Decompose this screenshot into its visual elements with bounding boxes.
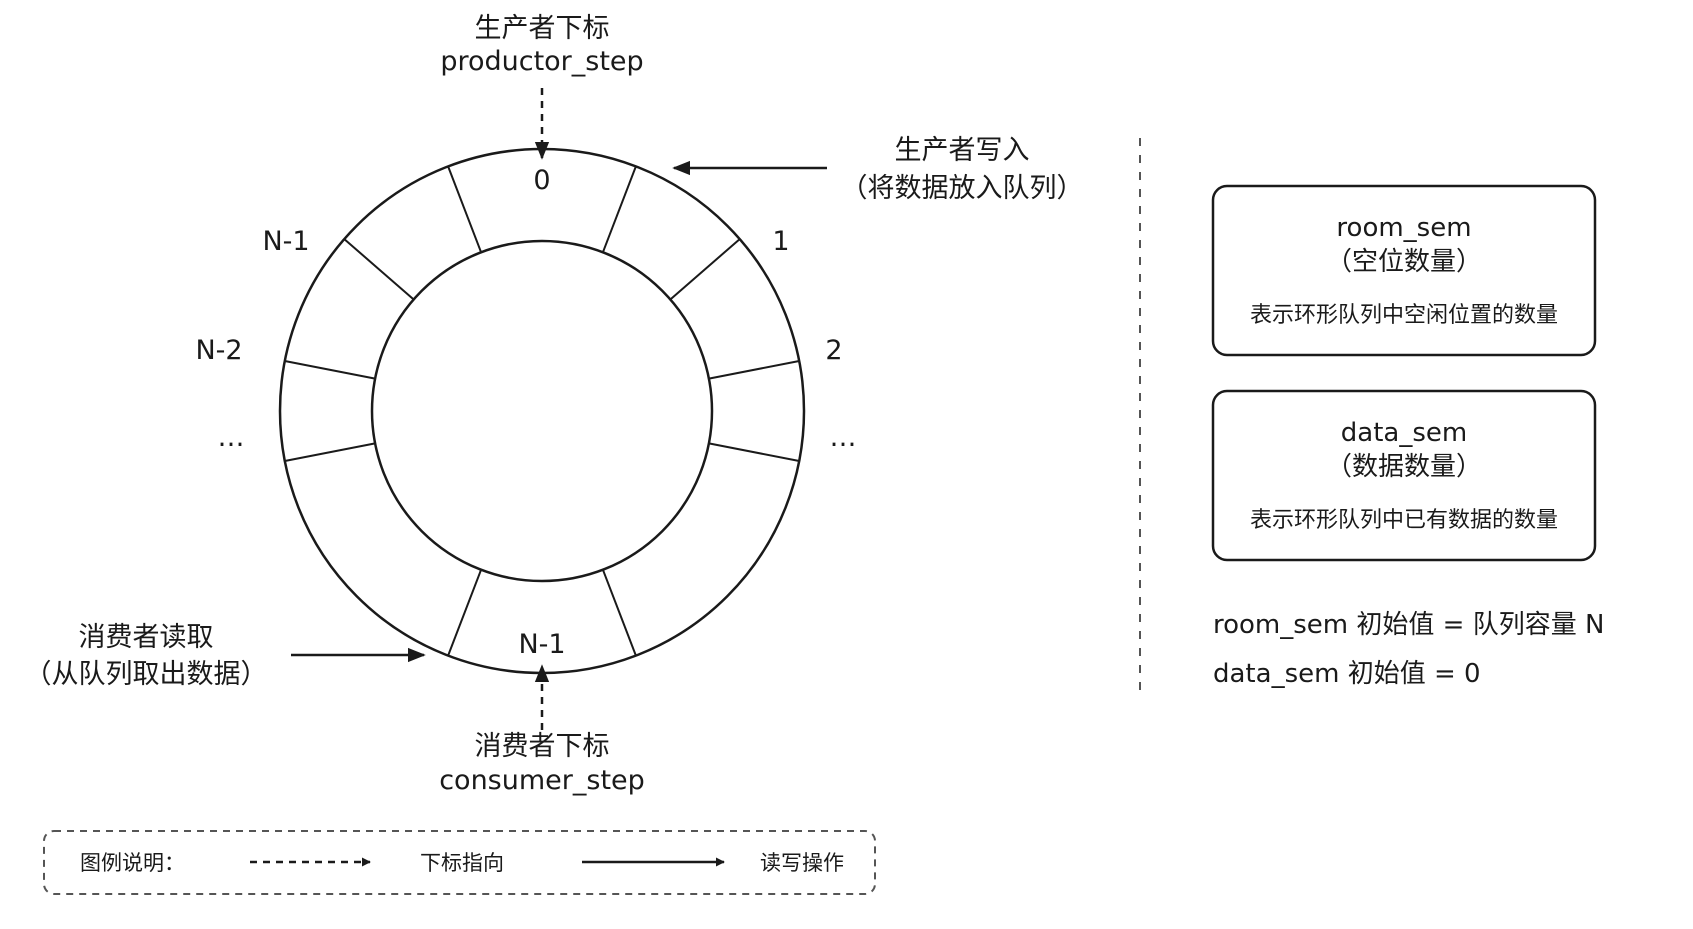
ring-inner-circle	[370, 239, 714, 583]
producer-index-title: 生产者下标	[475, 13, 610, 44]
slot-divider	[343, 238, 415, 301]
slot-dividers	[284, 166, 800, 656]
slot-label-n-minus-2: N-2	[195, 335, 242, 366]
room-sem-init: room_sem 初始值 = 队列容量 N	[1213, 610, 1604, 640]
data-sem-subtitle: （数据数量）	[1326, 452, 1482, 482]
producer-write-title: 生产者写入	[895, 135, 1030, 166]
slot-divider	[708, 442, 800, 462]
room-sem-box: room_sem （空位数量） 表示环形队列中空闲位置的数量	[1211, 184, 1597, 357]
data-sem-desc: 表示环形队列中已有数据的数量	[1250, 508, 1558, 533]
slot-label-n-minus-1-bottom: N-1	[518, 629, 565, 660]
legend-dashed-label: 下标指向	[420, 851, 504, 875]
legend-frame	[43, 830, 876, 895]
slot-divider	[447, 569, 483, 656]
legend-solid-label: 读写操作	[760, 851, 844, 875]
slot-label-left-dots: …	[218, 422, 245, 453]
consumer-read-detail: （从队列取出数据）	[25, 659, 268, 690]
slot-divider	[669, 238, 741, 301]
data-sem-name: data_sem	[1341, 418, 1467, 448]
ring-buffer	[278, 147, 806, 675]
room-sem-desc: 表示环形队列中空闲位置的数量	[1250, 303, 1558, 328]
slot-label-right-dots: …	[830, 422, 857, 453]
slot-label-2: 2	[825, 335, 842, 366]
slot-divider	[284, 360, 376, 380]
room-sem-subtitle: （空位数量）	[1326, 247, 1482, 277]
legend: 图例说明： 下标指向 读写操作	[43, 830, 876, 895]
slot-label-1: 1	[772, 226, 789, 257]
slot-divider	[601, 166, 637, 253]
consumer-index-var: consumer_step	[439, 765, 645, 796]
data-sem-frame	[1211, 389, 1597, 562]
producer-write-detail: （将数据放入队列）	[841, 173, 1084, 204]
consumer-read-title: 消费者读取	[79, 622, 214, 653]
data-sem-box: data_sem （数据数量） 表示环形队列中已有数据的数量	[1211, 389, 1597, 562]
slot-divider	[708, 360, 800, 380]
slot-label-0: 0	[533, 165, 550, 196]
room-sem-frame	[1211, 184, 1597, 357]
slot-label-n-minus-1-top: N-1	[262, 226, 309, 257]
slot-divider	[601, 569, 637, 656]
legend-title: 图例说明：	[80, 851, 185, 875]
ring-outer-circle	[278, 147, 806, 675]
room-sem-name: room_sem	[1336, 213, 1471, 243]
data-sem-init: data_sem 初始值 = 0	[1213, 659, 1481, 689]
slot-divider	[284, 442, 376, 462]
consumer-index-title: 消费者下标	[475, 731, 610, 762]
producer-index-var: productor_step	[440, 46, 643, 77]
slot-divider	[447, 166, 483, 253]
